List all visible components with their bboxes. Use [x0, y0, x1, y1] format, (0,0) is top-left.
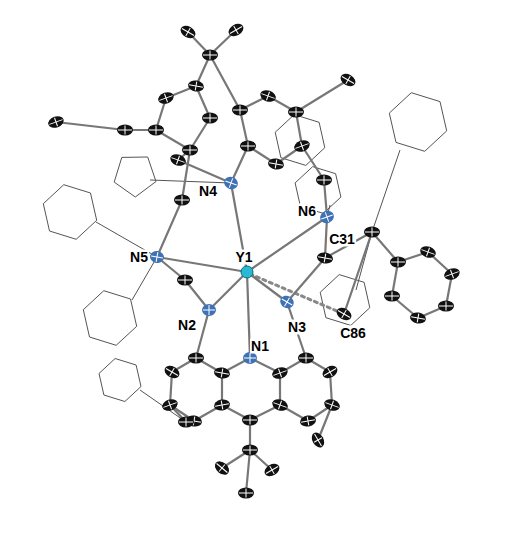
atom-ellipsoid	[299, 414, 317, 428]
atom-ellipsoid	[202, 50, 218, 61]
bond	[247, 272, 287, 302]
atom-ellipsoid	[316, 251, 334, 265]
atom-ellipsoid	[438, 301, 454, 312]
bonds	[56, 30, 452, 493]
atom-ellipsoid	[240, 141, 256, 152]
atom-label: N3	[287, 320, 307, 335]
atom-ellipsoid	[364, 227, 380, 238]
atom-ellipsoid	[419, 244, 438, 260]
atom-ellipsoid	[243, 352, 257, 364]
atom-label: N2	[177, 318, 197, 333]
atom-ellipsoid	[187, 79, 205, 93]
bond	[296, 80, 348, 112]
atom-ellipsoid	[161, 397, 180, 413]
atom-ellipsoid	[202, 304, 216, 316]
atom-ellipsoid	[213, 366, 231, 380]
bond	[157, 200, 182, 257]
atom-ellipsoid	[242, 415, 258, 426]
atom-ellipsoid	[309, 430, 327, 449]
atom-ellipsoid	[293, 138, 312, 154]
atom-ellipsoid	[47, 114, 66, 130]
ring-wireframe	[389, 93, 446, 152]
atom-ellipsoid	[117, 125, 133, 136]
wireframe-rings	[43, 93, 446, 422]
atom-ellipsoid	[443, 266, 462, 282]
atom-ellipsoid	[238, 488, 254, 499]
bond	[325, 217, 327, 258]
agostic-contact	[250, 274, 344, 314]
bond	[209, 272, 247, 310]
atom-ellipsoid	[188, 353, 204, 364]
bond	[287, 302, 306, 358]
atom-ellipsoid	[320, 363, 339, 381]
atom-ellipsoid	[334, 305, 353, 323]
ring-wireframe	[99, 359, 141, 402]
atom-label: N4	[198, 184, 218, 199]
atom-ellipsoid	[242, 445, 258, 456]
atom-ellipsoid	[298, 353, 314, 364]
atom-ellipsoid	[241, 266, 253, 278]
atom-ellipsoid	[148, 125, 164, 136]
bond	[210, 55, 240, 110]
atom-ellipsoid	[259, 88, 278, 104]
atom-ellipsoid	[222, 175, 239, 191]
atom-ellipsoid	[338, 71, 357, 89]
atom-ellipsoid	[212, 459, 231, 478]
ring-wireframe	[83, 291, 136, 346]
atom-ellipsoid	[226, 21, 245, 39]
bond	[247, 217, 327, 272]
atom-ellipsoid	[262, 461, 281, 479]
atom-label: N5	[129, 250, 149, 265]
atom-ellipsoid	[182, 145, 198, 156]
atom-ellipsoid	[390, 257, 406, 268]
atom-ellipsoid	[288, 107, 304, 118]
atom-label: Y1	[234, 250, 253, 265]
atom-ellipsoid	[318, 209, 335, 225]
bond	[56, 122, 125, 130]
atom-label: C31	[328, 232, 356, 247]
atom-ellipsoid	[271, 397, 290, 413]
bond	[231, 146, 248, 183]
substituent-bond	[150, 180, 231, 183]
bond	[178, 160, 231, 183]
atom-ellipsoid	[178, 23, 197, 41]
atom-ellipsoid	[178, 417, 194, 428]
bond	[246, 450, 250, 493]
atom-ellipsoid	[271, 365, 290, 381]
atom-ellipsoid	[213, 398, 231, 412]
atom-ellipsoid	[409, 311, 427, 325]
bond	[302, 146, 324, 180]
ring-wireframe	[114, 157, 156, 197]
substituent-bond	[140, 390, 186, 422]
atom-ellipsoid	[149, 250, 165, 264]
atom-ellipsoid	[169, 152, 188, 168]
atom-ellipsoid	[278, 293, 296, 310]
atoms	[47, 21, 462, 498]
atom-ellipsoid	[267, 157, 285, 171]
ring-wireframe	[43, 185, 96, 240]
atom-label: N6	[297, 204, 317, 219]
atom-ellipsoid	[316, 175, 332, 186]
substituent-bond	[372, 150, 400, 232]
atom-ellipsoid	[202, 113, 218, 124]
atom-ellipsoid	[232, 105, 248, 116]
atom-label: C86	[339, 326, 367, 341]
atom-ellipsoid	[323, 397, 342, 413]
atom-label: N1	[250, 339, 270, 354]
bond	[287, 258, 325, 302]
atom-ellipsoid	[157, 90, 176, 106]
atom-ellipsoid	[174, 195, 190, 206]
atom-ellipsoid	[384, 291, 400, 302]
atom-ellipsoid	[162, 363, 181, 381]
ring-wireframe	[320, 275, 370, 326]
atom-ellipsoid	[177, 275, 193, 286]
bond	[196, 310, 209, 358]
